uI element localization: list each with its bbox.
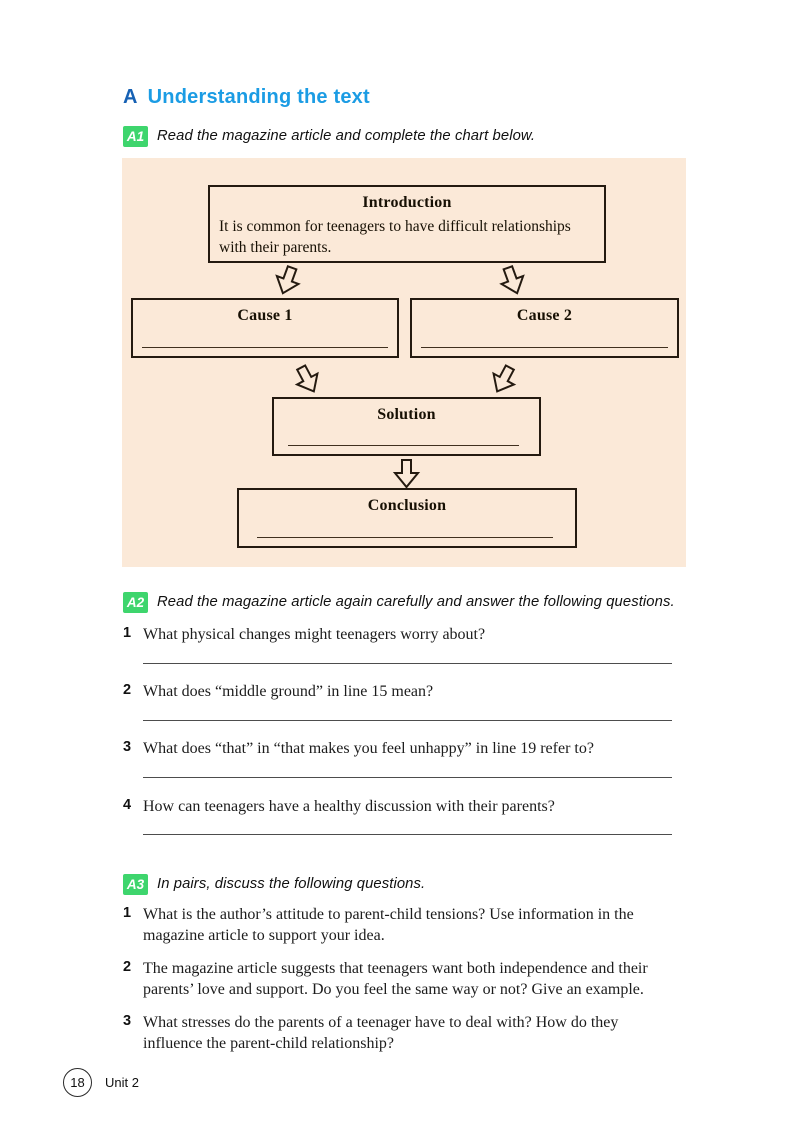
a2-question-4: 4 How can teenagers have a healthy discu… bbox=[123, 796, 690, 817]
flowchart-cause1-box: Cause 1 bbox=[131, 298, 399, 358]
question-number: 4 bbox=[123, 797, 132, 813]
flowchart-introduction-box: Introduction It is common for teenagers … bbox=[208, 185, 606, 263]
down-arrow-right-tilt-icon bbox=[495, 261, 531, 299]
flowchart-panel: Introduction It is common for teenagers … bbox=[122, 158, 686, 567]
flowchart-cause2-blank-line bbox=[421, 347, 668, 348]
question-number: 3 bbox=[123, 739, 132, 755]
flowchart-conclusion-blank-line bbox=[257, 537, 553, 538]
question-text: What physical changes might teenagers wo… bbox=[143, 626, 486, 643]
a3-question-1: 1 What is the author’s attitude to paren… bbox=[123, 904, 690, 946]
a2-question-3: 3 What does “that” in “that makes you fe… bbox=[123, 738, 690, 759]
down-arrow-left-tilt-icon bbox=[484, 359, 522, 399]
question-text: The magazine article suggests that teena… bbox=[143, 960, 648, 998]
question-text: How can teenagers have a healthy discuss… bbox=[143, 798, 555, 815]
flowchart-solution-box: Solution bbox=[272, 397, 541, 456]
flowchart-cause1-title: Cause 1 bbox=[237, 307, 293, 324]
page-number-circle: 18 bbox=[63, 1068, 92, 1097]
exercise-a2-instruction: Read the magazine article again carefull… bbox=[157, 594, 675, 610]
a2-question-1: 1 What physical changes might teenagers … bbox=[123, 624, 690, 645]
a2-answer-line-4 bbox=[143, 834, 672, 835]
down-arrow-right-tilt-icon bbox=[288, 359, 326, 399]
question-text: What does “that” in “that makes you feel… bbox=[143, 740, 594, 757]
flowchart-cause1-blank-line bbox=[142, 347, 388, 348]
down-arrow-straight-icon bbox=[392, 458, 421, 489]
flowchart-conclusion-title: Conclusion bbox=[367, 497, 447, 514]
down-arrow-left-tilt-icon bbox=[270, 261, 306, 299]
exercise-a2-header: A2 Read the magazine article again caref… bbox=[123, 592, 675, 613]
question-number: 1 bbox=[123, 625, 132, 641]
flowchart-solution-blank-line bbox=[288, 445, 519, 446]
flowchart-conclusion-box: Conclusion bbox=[237, 488, 577, 548]
unit-label: Unit 2 bbox=[105, 1075, 139, 1090]
question-text: What does “middle ground” in line 15 mea… bbox=[143, 683, 434, 700]
a2-answer-line-2 bbox=[143, 720, 672, 721]
question-number: 1 bbox=[123, 905, 132, 921]
exercise-a1-badge: A1 bbox=[123, 126, 148, 147]
a2-answer-line-1 bbox=[143, 663, 672, 664]
page-footer: 18 Unit 2 bbox=[63, 1068, 139, 1097]
question-number: 3 bbox=[123, 1013, 132, 1029]
flowchart-cause2-title: Cause 2 bbox=[516, 307, 573, 324]
question-text: What stresses do the parents of a teenag… bbox=[143, 1014, 619, 1052]
exercise-a3-instruction: In pairs, discuss the following question… bbox=[157, 876, 426, 892]
flowchart-introduction-text: It is common for teenagers to have diffi… bbox=[219, 218, 571, 256]
question-text: What is the author’s attitude to parent-… bbox=[143, 906, 634, 944]
exercise-a3-badge: A3 bbox=[123, 874, 148, 895]
section-title: Understanding the text bbox=[147, 86, 370, 108]
a3-question-2: 2 The magazine article suggests that tee… bbox=[123, 958, 690, 1000]
question-number: 2 bbox=[123, 682, 132, 698]
a2-question-2: 2 What does “middle ground” in line 15 m… bbox=[123, 681, 690, 702]
exercise-a3-header: A3 In pairs, discuss the following quest… bbox=[123, 874, 425, 895]
section-heading: A Understanding the text bbox=[123, 86, 370, 109]
flowchart-introduction-title: Introduction bbox=[362, 194, 452, 211]
section-letter: A bbox=[123, 86, 138, 108]
a3-question-3: 3 What stresses do the parents of a teen… bbox=[123, 1012, 690, 1054]
flowchart-solution-title: Solution bbox=[377, 406, 436, 423]
exercise-a2-badge: A2 bbox=[123, 592, 148, 613]
question-number: 2 bbox=[123, 959, 132, 975]
flowchart-cause2-box: Cause 2 bbox=[410, 298, 679, 358]
exercise-a1-instruction: Read the magazine article and complete t… bbox=[157, 128, 536, 144]
exercise-a1-header: A1 Read the magazine article and complet… bbox=[123, 126, 535, 147]
a2-answer-line-3 bbox=[143, 777, 672, 778]
